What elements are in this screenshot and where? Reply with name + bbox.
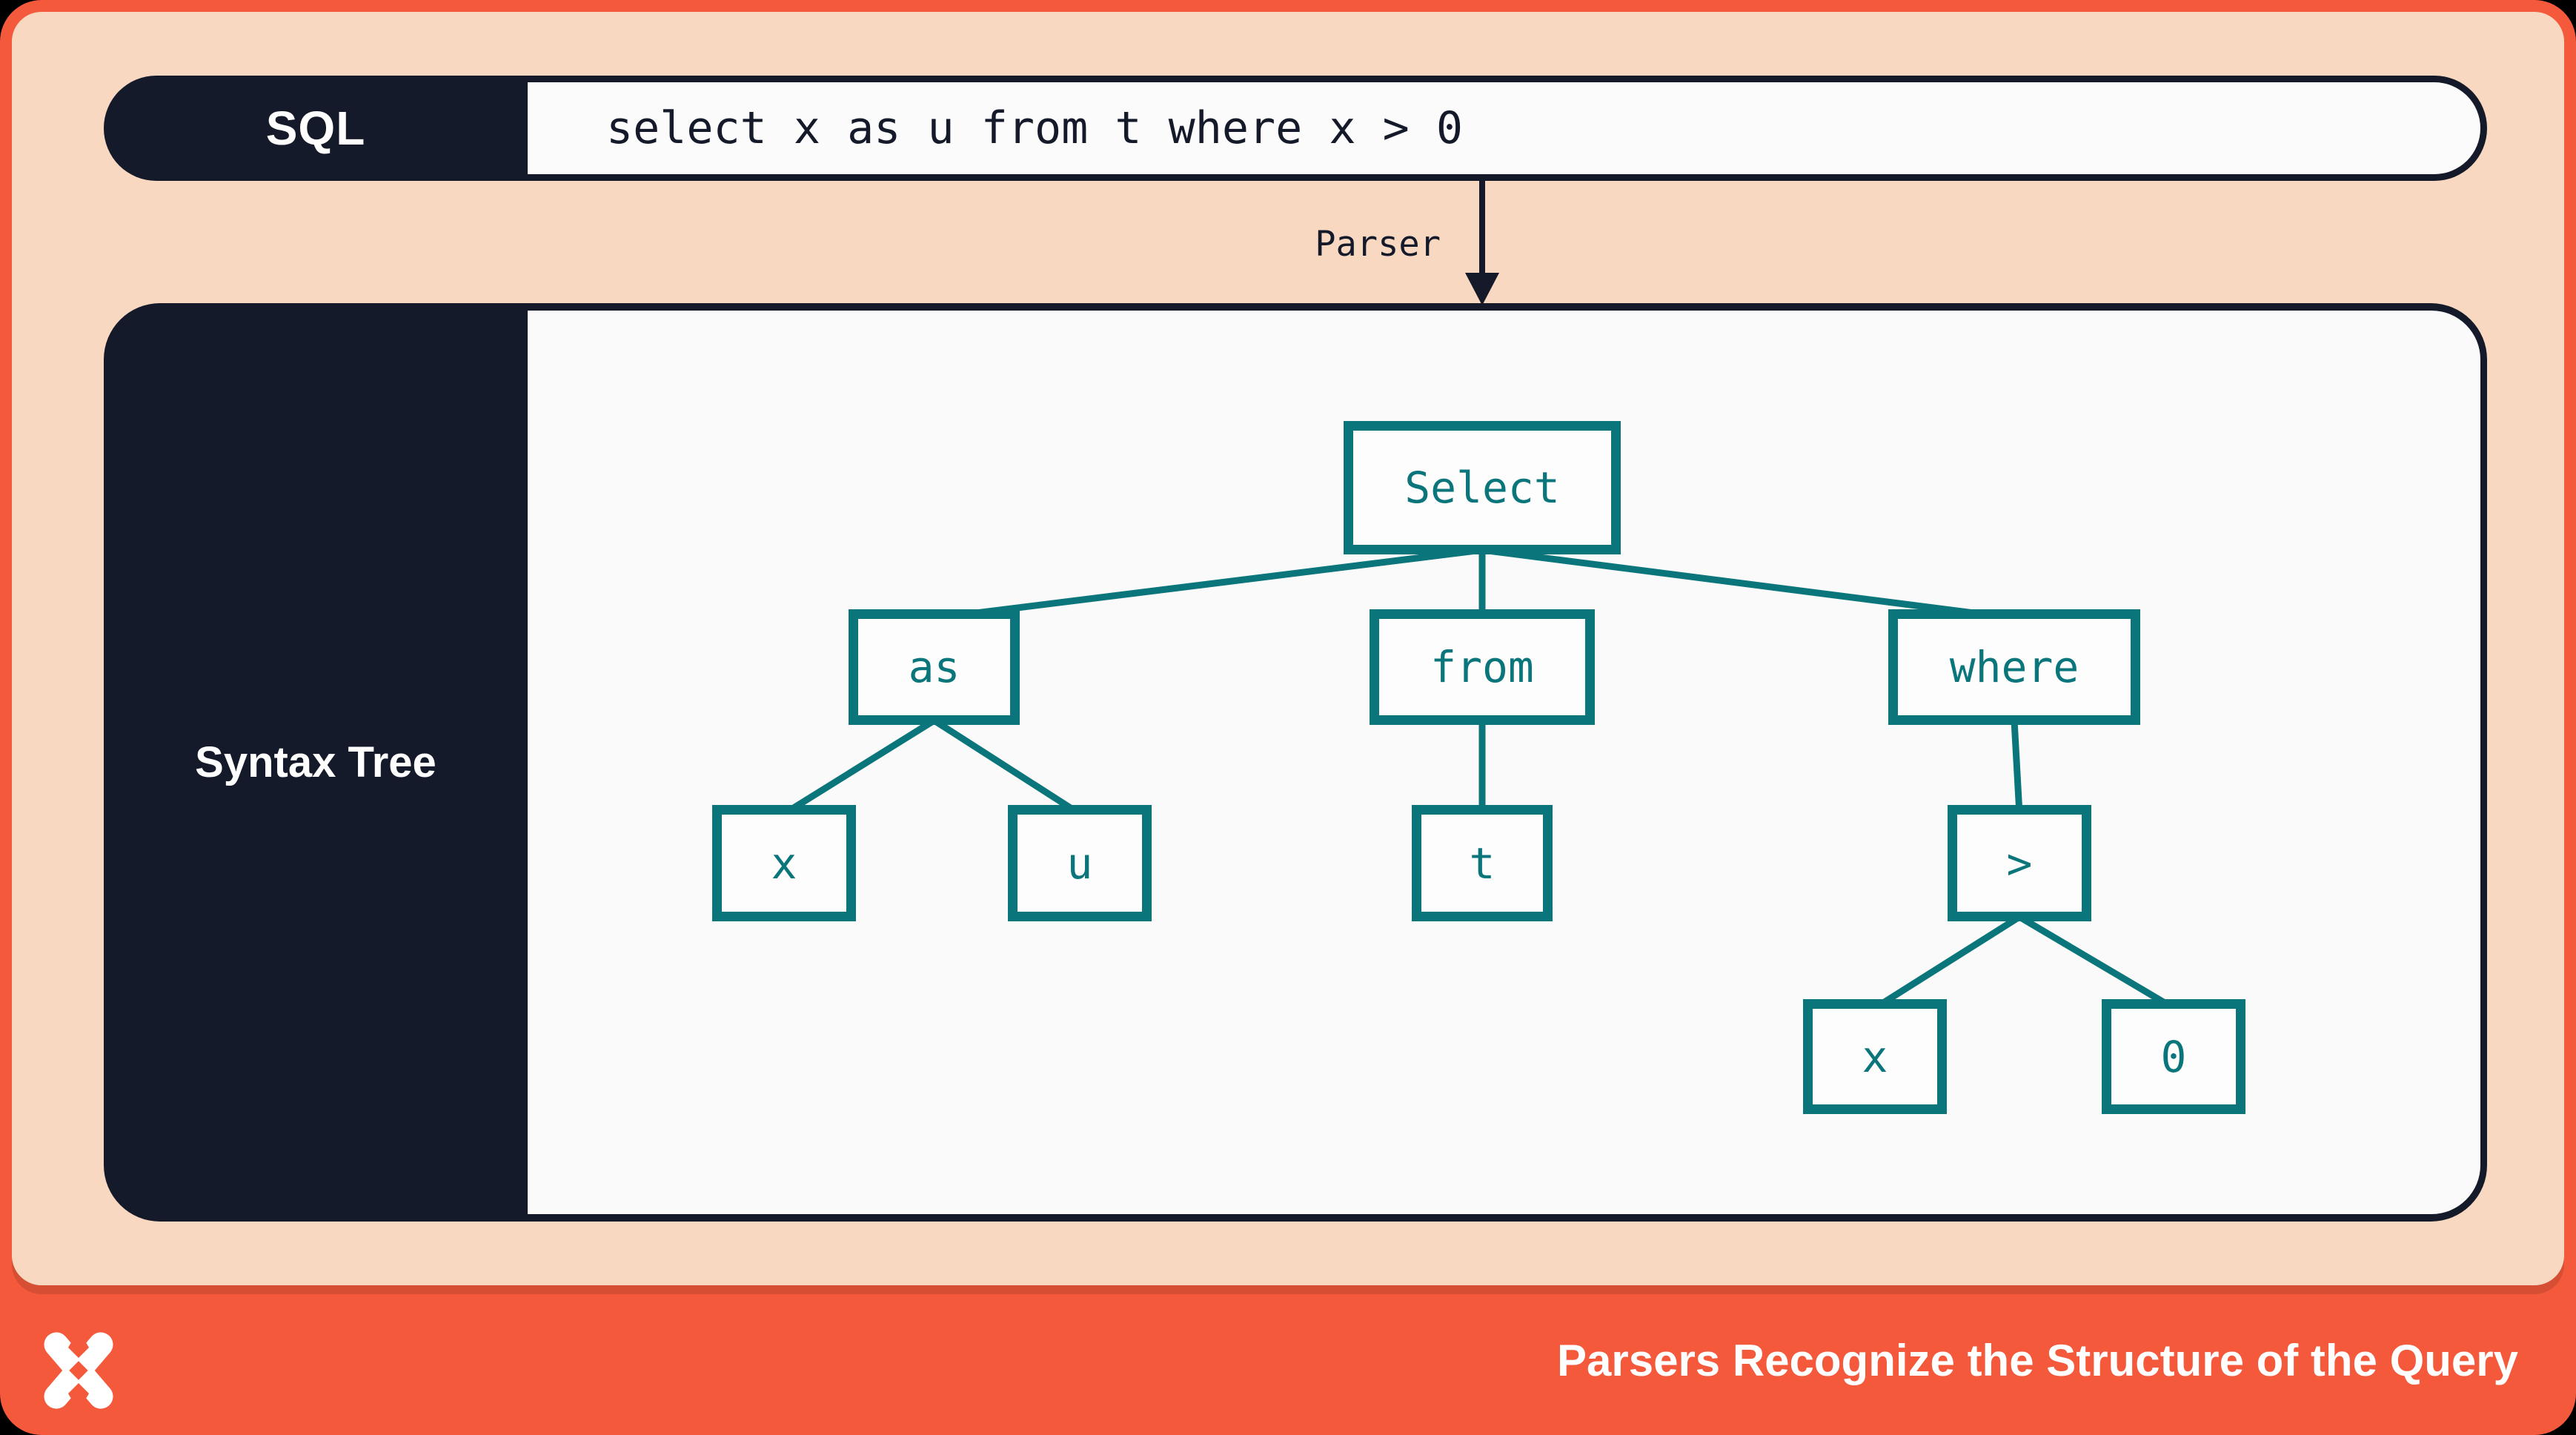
tree-node-gt: > — [1948, 805, 2091, 921]
tree-edge — [1481, 546, 2015, 622]
parser-label: Parser — [1315, 224, 1441, 265]
tree-node-t: t — [1412, 805, 1553, 921]
tree-node-x-alias: x — [712, 805, 856, 921]
tree-edge — [932, 718, 1082, 817]
tree-node-select: Select — [1344, 421, 1621, 554]
sql-bar: SQL select x as u from t where x > 0 — [104, 76, 2487, 181]
tree-edge — [1873, 914, 2022, 1011]
tree-node-where: where — [1888, 609, 2140, 725]
syntax-tree-label: Syntax Tree — [195, 738, 436, 786]
tree-node-x-cond: x — [1803, 999, 1947, 1114]
parser-arrowhead-icon — [1465, 273, 1499, 305]
sql-label: SQL — [265, 102, 366, 155]
footer-title: Parsers Recognize the Structure of the Q… — [1556, 1335, 2518, 1385]
footer-bar: Parsers Recognize the Structure of the Q… — [0, 1285, 2576, 1435]
tree-edge — [933, 546, 1483, 622]
tree-node-u: u — [1008, 805, 1152, 921]
tree-node-zero: 0 — [2102, 999, 2245, 1114]
tree-node-as: as — [849, 609, 1020, 725]
tree-edge — [2011, 720, 2023, 815]
tree-node-from: from — [1370, 609, 1595, 725]
tree-edges — [782, 546, 2176, 1011]
parser-arrow-icon — [1479, 181, 1485, 276]
sql-query-text: select x as u from t where x > 0 — [606, 102, 1463, 154]
dolt-x-logo-icon — [44, 1330, 113, 1411]
tree-edge — [782, 718, 936, 817]
tree-edge — [2017, 914, 2176, 1011]
sql-query-panel: select x as u from t where x > 0 — [528, 82, 2480, 174]
